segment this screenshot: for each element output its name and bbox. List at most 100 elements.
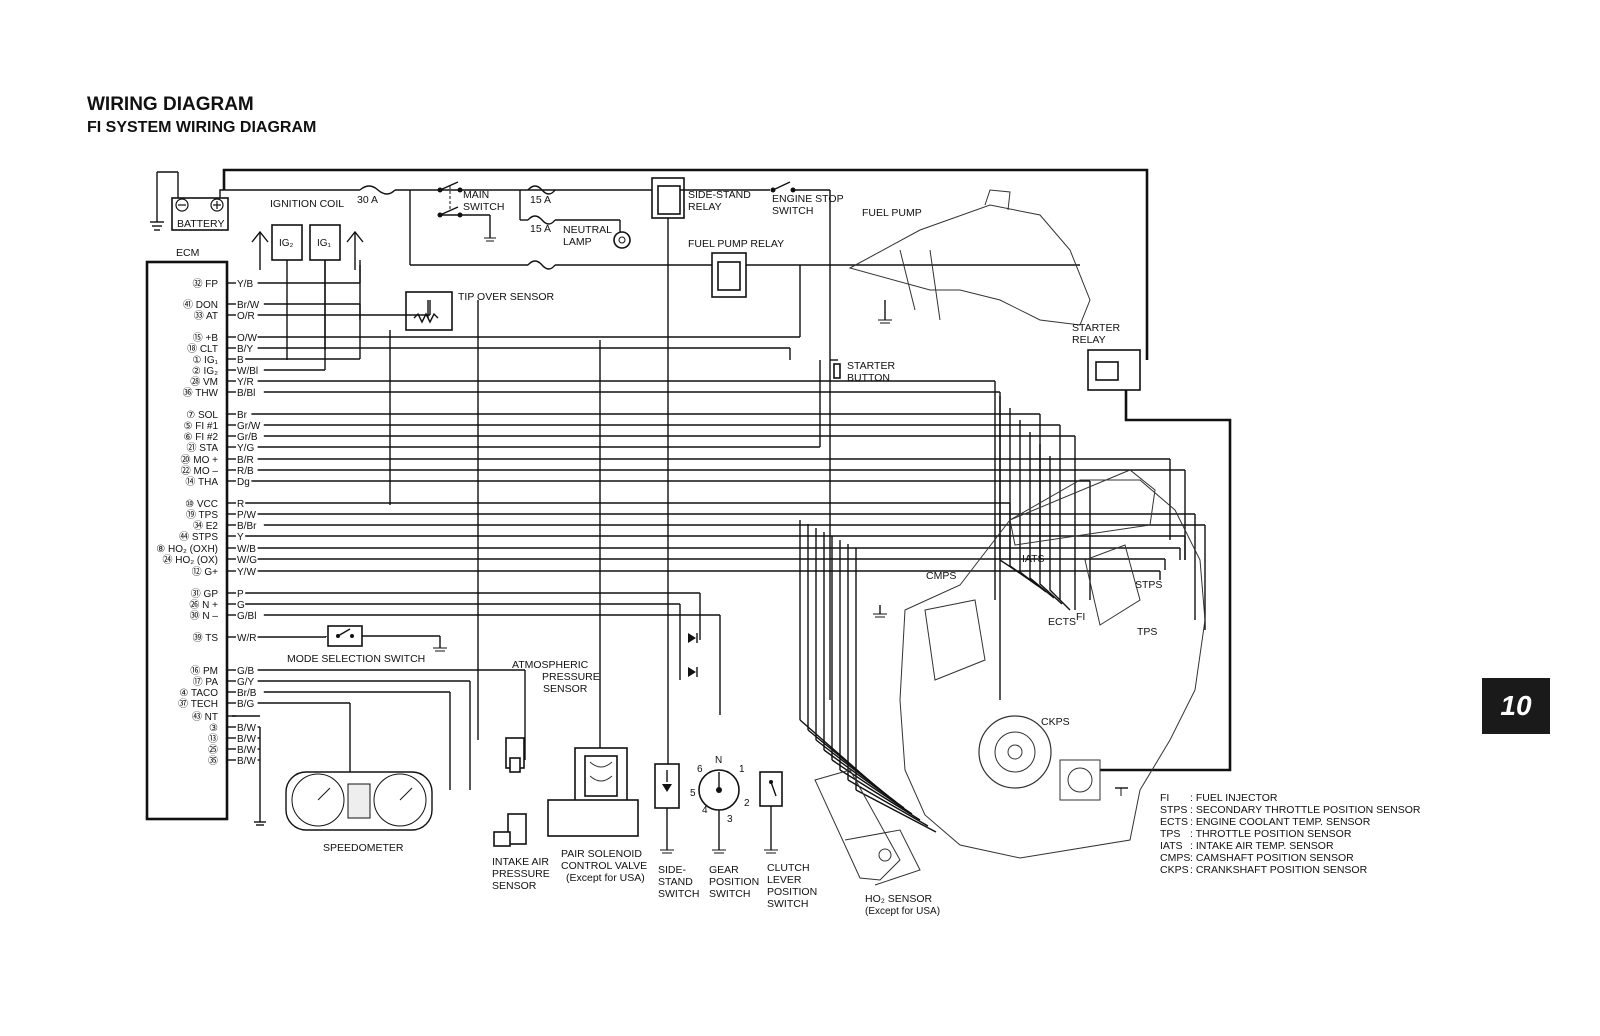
svg-text:CKPS: CKPS xyxy=(1041,716,1070,728)
legend-abbr: TPS xyxy=(1160,828,1180,840)
ecm-pin-label: ⑤ FI #1 xyxy=(183,421,218,432)
wire-color-label: W/G xyxy=(237,555,257,566)
svg-text:CONTROL VALVE: CONTROL VALVE xyxy=(561,860,647,872)
svg-text:STPS: STPS xyxy=(1135,579,1162,591)
wire-color-label: G/Bl xyxy=(237,611,256,622)
svg-text:PRESSURE: PRESSURE xyxy=(492,868,550,880)
svg-text:ENGINE STOP: ENGINE STOP xyxy=(772,193,844,205)
svg-text:HO₂ SENSOR: HO₂ SENSOR xyxy=(865,893,933,905)
legend-desc: : FUEL INJECTOR xyxy=(1190,792,1278,804)
svg-text:TPS: TPS xyxy=(1137,626,1157,638)
wire-harness xyxy=(227,260,1206,833)
engine-harness-wire xyxy=(855,789,937,833)
svg-text:STARTER: STARTER xyxy=(847,360,895,372)
wire-color-label: R xyxy=(237,499,244,510)
ecm-pin-label: ⑩ VCC xyxy=(185,499,218,510)
sensor-harness-wire xyxy=(1029,432,1055,599)
svg-text:(Except for USA): (Except for USA) xyxy=(865,906,940,917)
svg-text:SWITCH: SWITCH xyxy=(709,888,750,900)
svg-text:2: 2 xyxy=(744,798,750,809)
wire-color-label: B/Br xyxy=(237,521,257,532)
svg-text:LAMP: LAMP xyxy=(563,236,592,248)
fuse-15a-main: 15 A xyxy=(527,185,556,206)
wire-color-label: Br/W xyxy=(237,300,260,311)
ecm: ECM xyxy=(145,247,229,821)
ecm-pin-label: ㉛ GP xyxy=(191,588,219,600)
wire-color-label: Y/W xyxy=(237,567,256,578)
svg-text:POSITION: POSITION xyxy=(767,886,817,898)
ecm-pin-label: ㉞ E2 xyxy=(193,520,218,532)
legend-desc: : THROTTLE POSITION SENSOR xyxy=(1190,828,1352,840)
wire-color-label: O/W xyxy=(237,333,258,344)
ecm-pin-label: ③ xyxy=(209,723,218,734)
wire-color-label: O/R xyxy=(237,311,255,322)
ecm-pin-label: ㉘ VM xyxy=(190,376,218,388)
svg-text:IG₂: IG₂ xyxy=(279,238,294,249)
svg-text:STAND: STAND xyxy=(658,876,693,888)
wire-color-label: W/R xyxy=(237,633,256,644)
fuel-pump-relay: FUEL PUMP RELAY xyxy=(688,238,784,298)
legend-desc: : SECONDARY THROTTLE POSITION SENSOR xyxy=(1190,804,1421,816)
wire-color-label: P xyxy=(237,589,244,600)
ecm-pin-label: ㊹ STPS xyxy=(179,531,218,543)
wire-color-label: Y/G xyxy=(237,443,254,454)
ecm-pin-label: ㉒ MO – xyxy=(181,465,219,477)
wire-color-label: Br/B xyxy=(237,688,257,699)
svg-text:GEAR: GEAR xyxy=(709,864,739,876)
atmospheric-pressure-sensor: ATMOSPHERIC PRESSURE SENSOR xyxy=(505,659,600,773)
battery: BATTERY xyxy=(171,197,229,231)
ecm-pin-label: ㉟ xyxy=(208,755,218,767)
svg-text:NEUTRAL: NEUTRAL xyxy=(563,224,612,236)
wire-color-label: Dg xyxy=(237,477,250,488)
svg-text:1: 1 xyxy=(739,764,745,775)
wire-color-label: B/Bl xyxy=(237,388,255,399)
svg-text:SENSOR: SENSOR xyxy=(543,683,588,695)
ecm-pin-label: ⑯ PM xyxy=(190,665,218,677)
ecm-pin-label: ㉔ HO₂ (OX) xyxy=(162,554,218,566)
sensor-harness-wire xyxy=(1049,456,1071,611)
legend-abbr: ECTS xyxy=(1160,816,1188,828)
side-stand-relay: SIDE-STAND RELAY xyxy=(651,177,770,780)
legend-abbr: CKPS xyxy=(1160,864,1189,876)
engine-stop-switch: ENGINE STOP SWITCH xyxy=(770,181,844,700)
neutral-lamp: NEUTRAL LAMP xyxy=(563,224,631,249)
ecm-pin-label: ④ TACO xyxy=(179,688,218,699)
svg-text:IGNITION COIL: IGNITION COIL xyxy=(270,198,344,210)
svg-text:3: 3 xyxy=(727,814,733,825)
ecm-pin-label: ㊲ TECH xyxy=(178,698,218,710)
legend-abbr: IATS xyxy=(1160,840,1183,852)
wire-color-label: Y/R xyxy=(237,377,254,388)
ecm-pin-label: ㊴ TS xyxy=(193,632,219,644)
svg-text:ECTS: ECTS xyxy=(1048,616,1076,628)
svg-text:IATS: IATS xyxy=(1022,553,1045,565)
ecm-pin-label: ⑬ xyxy=(208,733,218,745)
engine-harness-wire xyxy=(847,779,929,827)
speedometer: SPEEDOMETER xyxy=(285,771,433,854)
clutch-lever-switch: CLUTCH LEVER POSITION SWITCH xyxy=(759,771,817,910)
svg-text:6: 6 xyxy=(697,764,703,775)
svg-text:ECM: ECM xyxy=(176,247,199,259)
svg-text:5: 5 xyxy=(690,788,696,799)
ecm-pin-label: ⑳ MO + xyxy=(180,454,218,466)
svg-text:SPEEDOMETER: SPEEDOMETER xyxy=(323,842,404,854)
ecm-pin-label: ⑮ +B xyxy=(193,332,219,344)
ecm-pin-label: ⑲ TPS xyxy=(186,509,218,521)
fuse-30a-label: 30 A xyxy=(357,194,378,206)
fuse-15a-lamp: 15 A xyxy=(527,215,556,235)
fuse-15a-pump xyxy=(527,260,556,270)
lamp-icon xyxy=(613,231,631,249)
starter-relay: STARTER RELAY xyxy=(1072,322,1232,772)
power-bus xyxy=(150,168,1149,360)
ecm-pin-label: ㉜ FP xyxy=(192,278,218,290)
engine-harness-wire xyxy=(823,749,905,809)
svg-text:STARTER: STARTER xyxy=(1072,322,1120,334)
svg-text:RELAY: RELAY xyxy=(688,201,722,213)
engine-harness-wire xyxy=(831,759,913,815)
section-tab: 10 xyxy=(1482,678,1550,734)
side-stand-switch: SIDE- STAND SWITCH xyxy=(654,763,699,900)
ecm-pin-label: ② IG₂ xyxy=(192,366,218,377)
engine-harness-wire xyxy=(839,769,921,821)
